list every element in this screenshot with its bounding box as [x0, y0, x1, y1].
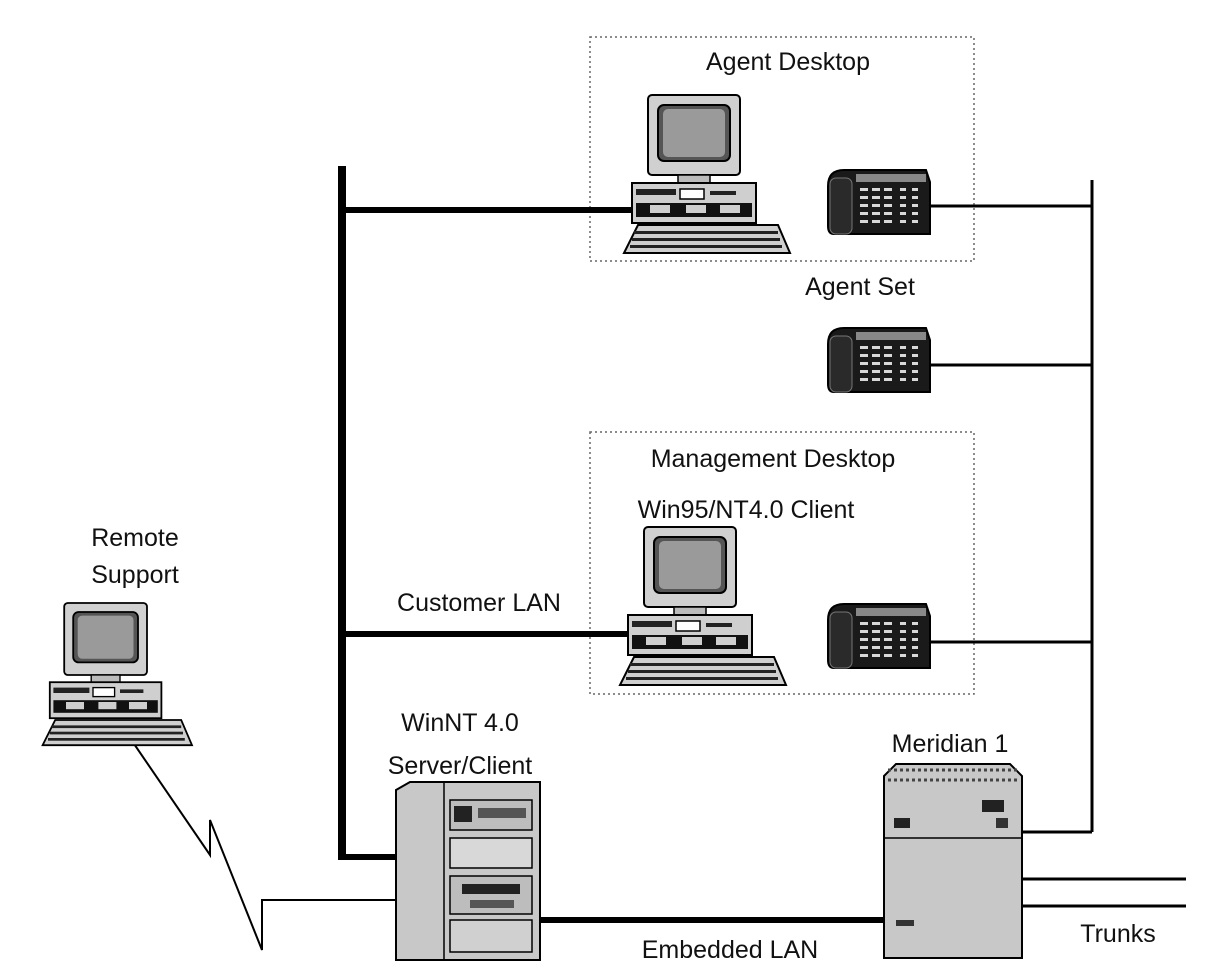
management-desktop-box	[589, 431, 975, 695]
support-label: Support	[91, 561, 179, 589]
agent-desktop-label: Agent Desktop	[706, 48, 870, 76]
trunk-lines	[1022, 877, 1186, 908]
agent-desktop-box	[589, 36, 975, 262]
meridian-label: Meridian 1	[892, 730, 1009, 758]
tower-server-icon[interactable]	[395, 781, 541, 961]
win95-client-label: Win95/NT4.0 Client	[638, 496, 855, 524]
management-desktop-computer-icon[interactable]	[619, 526, 787, 686]
management-desktop-label: Management Desktop	[651, 445, 896, 473]
meridian-switch-icon[interactable]	[883, 763, 1023, 959]
agent-desktop-computer-icon[interactable]	[623, 94, 791, 254]
customer-lan-label: Customer LAN	[397, 589, 561, 617]
telephone-wiring-lines	[930, 180, 1094, 834]
zigzag-link-icon	[129, 737, 396, 951]
winnt-label-line1: WinNT 4.0	[401, 709, 519, 737]
agent-set-label: Agent Set	[805, 273, 915, 301]
agent-set-phone-icon[interactable]	[827, 169, 931, 235]
remote-label: Remote	[91, 524, 179, 552]
telephone-set-icon[interactable]	[827, 327, 931, 393]
winnt-label-line2: Server/Client	[388, 752, 533, 780]
embedded-lan-label: Embedded LAN	[642, 936, 819, 964]
customer-lan-lines	[338, 166, 650, 860]
management-phone-icon[interactable]	[827, 603, 931, 669]
remote-support-computer-icon[interactable]	[41, 602, 193, 747]
trunks-label: Trunks	[1080, 920, 1155, 948]
